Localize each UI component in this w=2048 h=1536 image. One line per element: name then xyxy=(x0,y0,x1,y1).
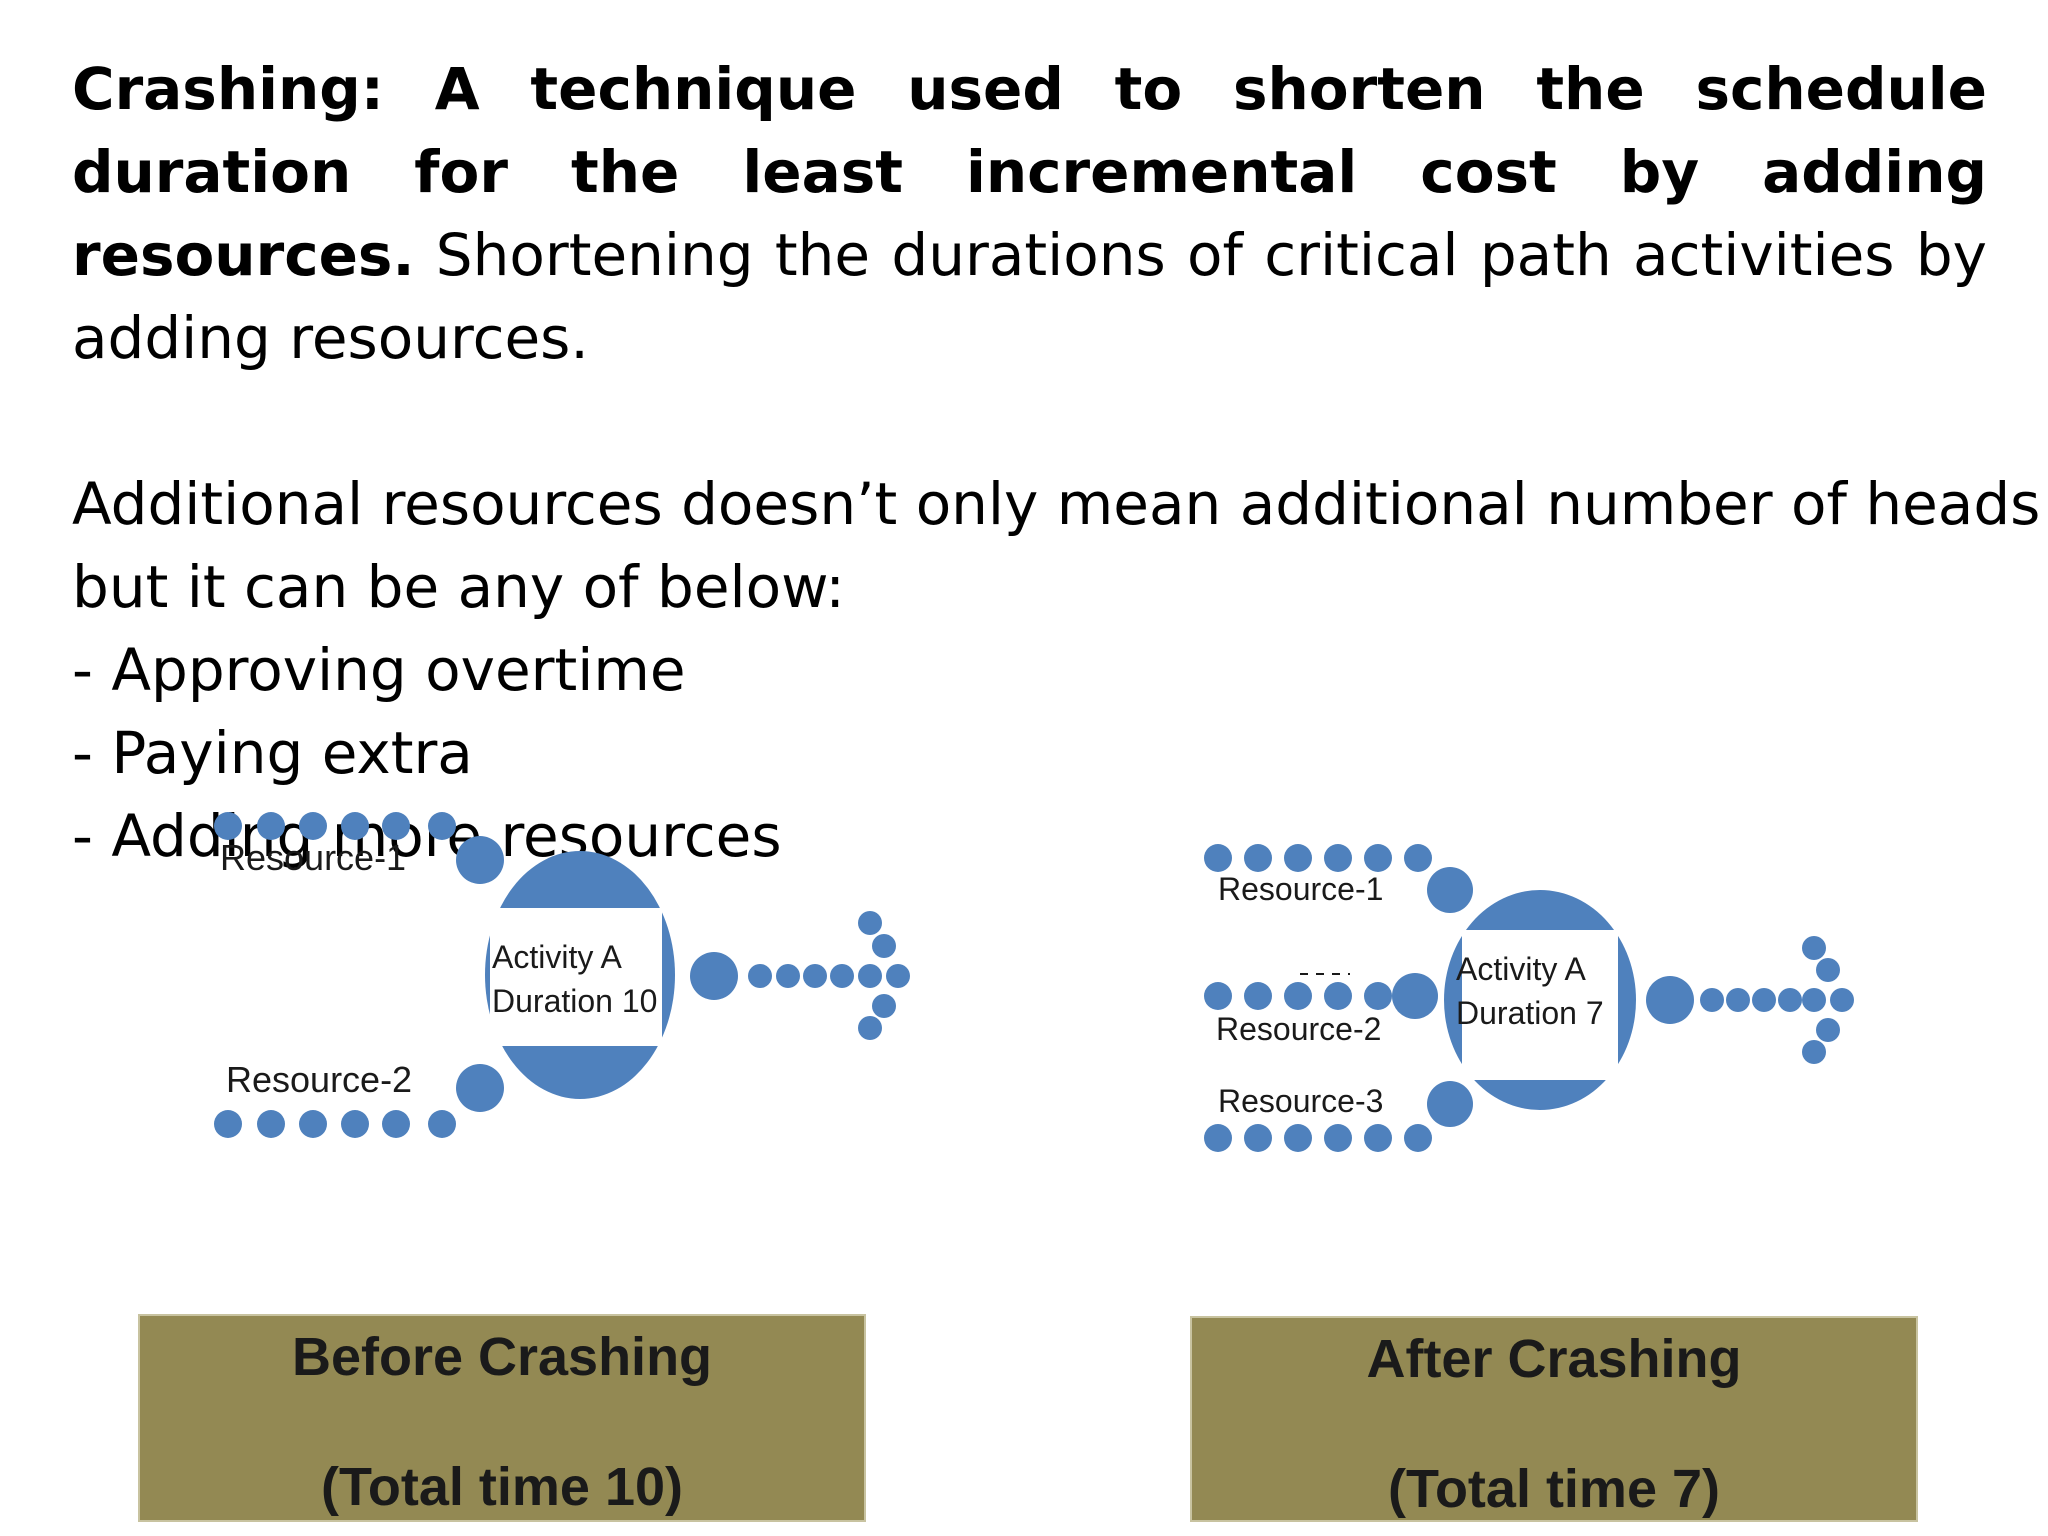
before-resource-1-label: Resource-1 xyxy=(220,837,406,878)
additional-line-2: but it can be any of below: xyxy=(72,553,845,621)
after-output-dots xyxy=(1646,976,1826,1024)
before-duration-label: Duration 10 xyxy=(492,983,657,1019)
crashing-definition: Crashing: A technique used to shorten th… xyxy=(72,55,1987,289)
arrow-head-icon xyxy=(858,911,910,1040)
output-dots xyxy=(690,952,882,1000)
after-caption-total: (Total time 7) xyxy=(1387,1459,1720,1519)
after-caption: After Crashing (Total time 7) xyxy=(1190,1316,1918,1522)
after-resource-3-dots xyxy=(1204,1081,1473,1152)
before-diagram xyxy=(214,812,910,1138)
after-resource-2-label: Resource-2 xyxy=(1216,1011,1381,1047)
after-activity-a-box xyxy=(1462,930,1618,1080)
additional-line-1: Additional resources doesn’t only mean a… xyxy=(72,470,2041,538)
crashing-explanation: Shortening the durations of critical pat… xyxy=(72,221,1987,372)
before-caption-total: (Total time 10) xyxy=(320,1457,684,1517)
after-diagram xyxy=(1204,844,1854,1152)
list-item-more-resources: - Adding more resources xyxy=(72,802,782,870)
list-item-paying-extra: - Paying extra xyxy=(72,719,473,787)
text-block: Crashing: A technique used to shorten th… xyxy=(72,48,2041,878)
after-caption-title: After Crashing xyxy=(1366,1329,1742,1389)
intro-paragraph: Crashing: A technique used to shorten th… xyxy=(72,48,1987,380)
resource-2-dots xyxy=(214,1064,504,1138)
before-activity-label: Activity A xyxy=(492,939,622,975)
after-resource-2-dots xyxy=(1204,973,1438,1019)
after-duration-label: Duration 7 xyxy=(1456,995,1604,1031)
before-caption-title: Before Crashing xyxy=(291,1327,713,1387)
before-resource-2-label: Resource-2 xyxy=(226,1059,412,1100)
after-resource-3-label: Resource-3 xyxy=(1218,1083,1383,1119)
resource-1-dots xyxy=(214,812,504,884)
after-resource-1-label: Resource-1 xyxy=(1218,871,1383,907)
after-arrow-head-icon xyxy=(1802,936,1854,1064)
after-resource-1-dots xyxy=(1204,844,1473,913)
list-item-overtime: - Approving overtime xyxy=(72,636,686,704)
after-activity-label: Activity A xyxy=(1456,951,1586,987)
before-caption: Before Crashing (Total time 10) xyxy=(138,1314,866,1522)
activity-a-box xyxy=(490,908,662,1046)
